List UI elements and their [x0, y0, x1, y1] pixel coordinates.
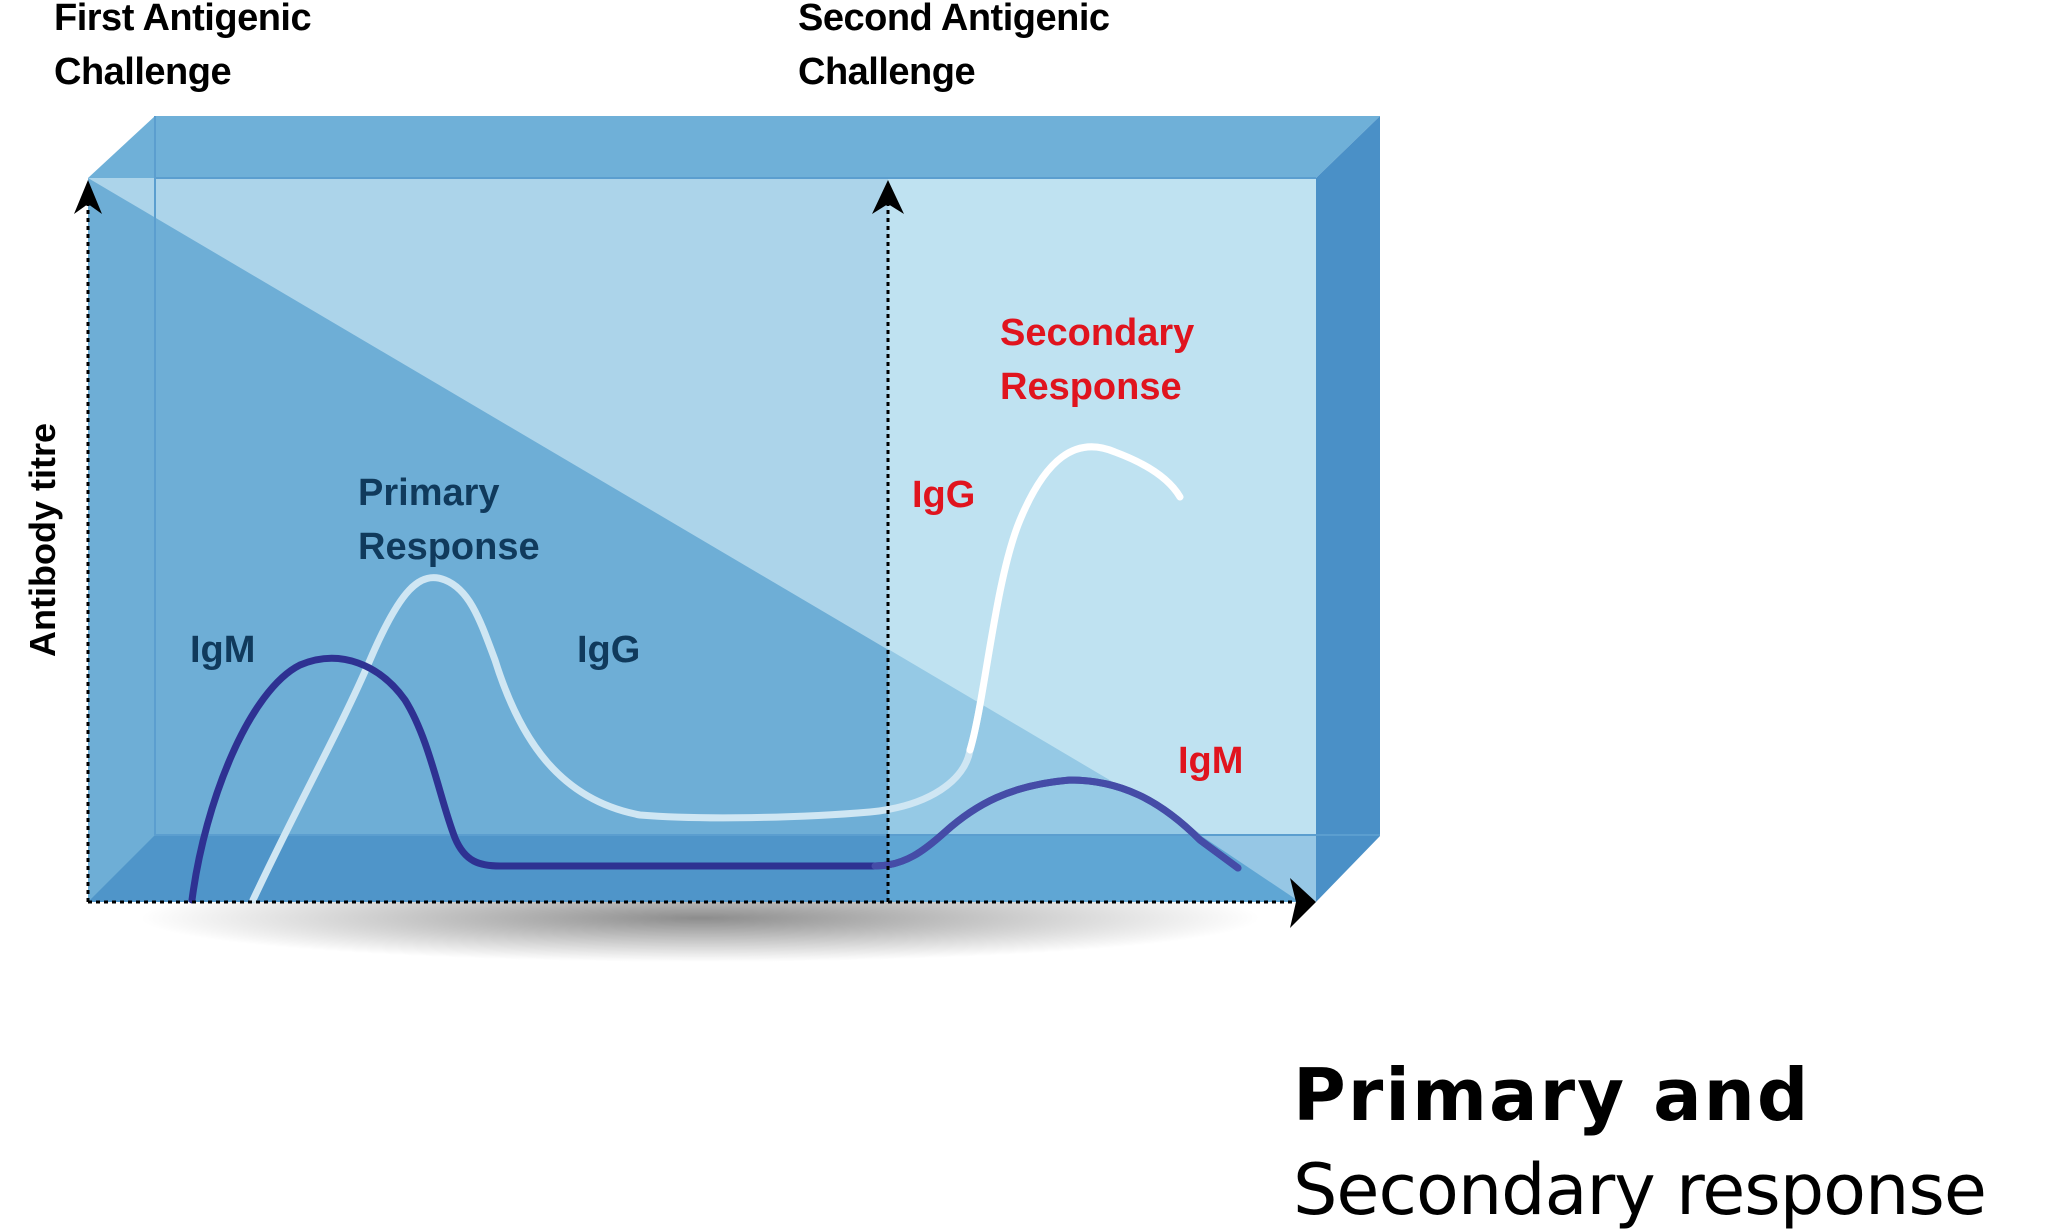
axes	[74, 180, 1316, 928]
igm-curve-overlay	[871, 776, 1242, 872]
secondary-igg-label: IgG	[912, 474, 975, 516]
first-challenge-label: First Antigenic Challenge	[54, 0, 321, 93]
title-line-2: Secondary response	[1293, 1149, 1986, 1229]
secondary-igm-label: IgM	[1178, 740, 1243, 782]
box-top-face	[88, 116, 1380, 178]
x-axis-arrow	[1290, 878, 1316, 928]
second-challenge-arrow	[872, 180, 904, 214]
title-line-1: Primary and	[1293, 1053, 1810, 1137]
box-right-face	[1316, 116, 1380, 902]
primary-igg-label: IgG	[577, 629, 640, 671]
y-axis-label: Antibody titre	[22, 423, 63, 657]
secondary-igg-curve	[966, 443, 1184, 754]
box-3d	[88, 116, 1380, 902]
primary-response-label: Primary Response	[358, 472, 540, 568]
box-floor-diag	[1200, 835, 1316, 902]
primary-igm-label: IgM	[190, 629, 255, 671]
diagram-title: Primary and Secondary response	[1293, 1053, 1987, 1229]
second-challenge-label: Second Antigenic Challenge	[798, 0, 1120, 93]
response-curves	[188, 443, 1242, 904]
y-axis-arrow	[74, 180, 102, 214]
labels: First Antigenic Challenge Second Antigen…	[22, 0, 1243, 782]
secondary-response-label: Secondary Response	[1000, 312, 1205, 408]
